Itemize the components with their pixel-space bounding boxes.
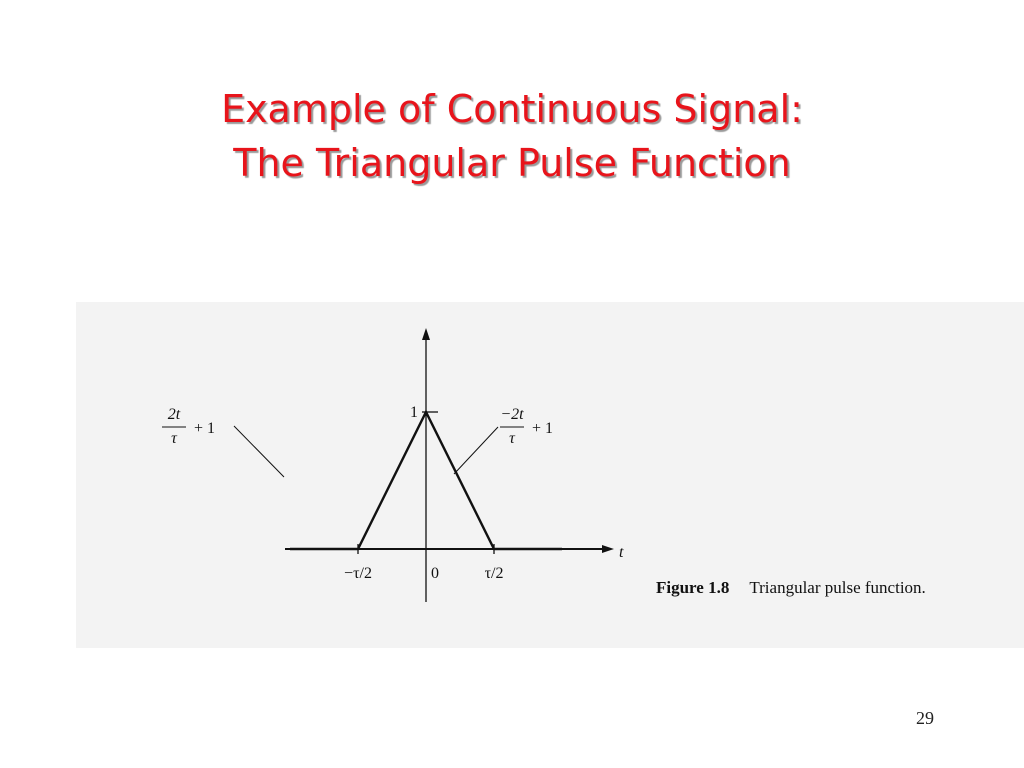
- slide-title: Example of Continuous Signal: The Triang…: [0, 82, 1024, 190]
- annotation-numerator: 2t: [168, 406, 181, 423]
- y-axis-arrow: [422, 328, 430, 340]
- annotation-denominator: τ: [171, 430, 178, 447]
- title-line-1: Example of Continuous Signal:: [221, 87, 803, 131]
- annotation-leader-line: [453, 426, 499, 475]
- x-axis-arrow: [602, 545, 614, 553]
- annotation-plus-one: + 1: [194, 420, 215, 437]
- figure-caption: Figure 1.8 Triangular pulse function.: [656, 578, 926, 598]
- annotation-leader-line: [233, 425, 285, 478]
- annotation-denominator: τ: [509, 430, 516, 447]
- x-tick-label: τ/2: [485, 565, 504, 582]
- title-line-2: The Triangular Pulse Function: [233, 141, 791, 185]
- triangular-pulse-chart: t −τ/2 0 τ/2 1 2t τ + 1 −2t τ + 1: [162, 328, 624, 602]
- x-axis-label: t: [619, 544, 624, 561]
- scanned-figure: t −τ/2 0 τ/2 1 2t τ + 1 −2t τ + 1 Figure 1.8 Triang…: [76, 302, 1024, 648]
- annotation-numerator: −2t: [500, 406, 524, 423]
- y-tick-label: 1: [410, 404, 418, 421]
- annotation-plus-one: + 1: [532, 420, 553, 437]
- x-tick-label: −τ/2: [344, 565, 372, 582]
- x-tick-label: 0: [431, 565, 439, 582]
- page-number: 29: [916, 708, 934, 728]
- figure-label: Figure 1.8: [656, 578, 730, 597]
- figure-caption-text: Triangular pulse function.: [749, 578, 926, 597]
